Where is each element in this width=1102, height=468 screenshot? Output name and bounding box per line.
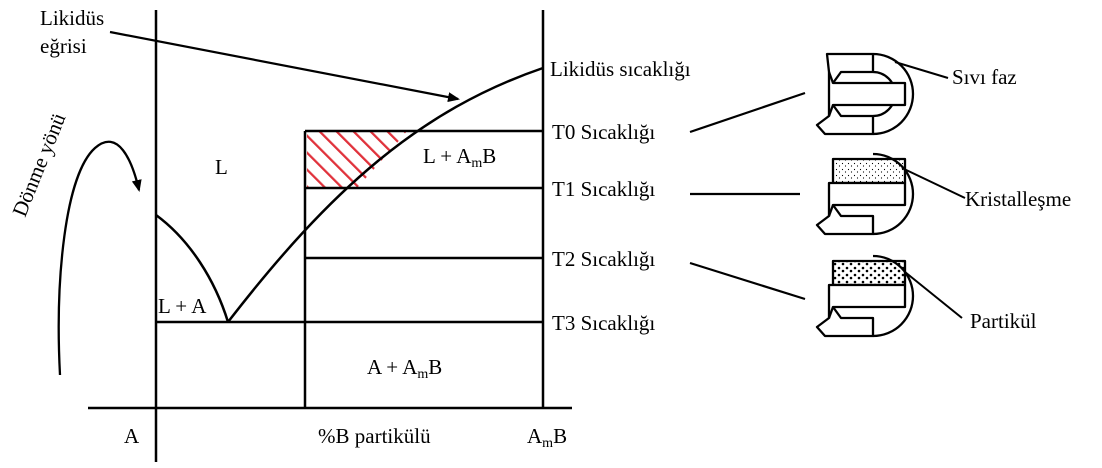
schematic-liquid — [815, 52, 915, 136]
axis-left-label: A — [124, 424, 140, 448]
hatched-region — [307, 131, 407, 188]
t2-connector — [689, 261, 806, 301]
rotation-arrow — [57, 140, 142, 376]
liquidus-curve-label-line2: eğrisi — [40, 34, 87, 58]
temperature-connectors — [689, 91, 806, 301]
axes — [88, 10, 572, 462]
t0-connector — [689, 91, 806, 134]
liquidus-left-curve — [155, 213, 230, 323]
liquidus-pointer-arrow — [109, 30, 460, 103]
rotation-direction-label: Dönme yönü — [7, 109, 70, 220]
liquidus-temperature-label: Likidüs sıcaklığı — [550, 57, 691, 81]
schematic-pointers — [894, 61, 966, 319]
liquidus-curve-label-line1: Likidüs — [40, 6, 104, 30]
region-A-AmB-label: A + AmB — [367, 355, 442, 382]
region-L-AmB-label: L + AmB — [423, 144, 496, 171]
phase-lines — [155, 66, 544, 408]
t0-label: T0 Sıcaklığı — [552, 120, 655, 144]
particle-pointer — [904, 271, 963, 319]
t1-label: T1 Sıcaklığı — [552, 177, 655, 201]
crystallization-pointer — [901, 167, 966, 199]
liquid-pointer — [894, 61, 949, 79]
schematic-crystallization — [815, 152, 915, 236]
t2-label: T2 Sıcaklığı — [552, 247, 655, 271]
liquidus-curve — [227, 66, 544, 323]
region-L-label: L — [215, 155, 228, 179]
axis-right-label: AmB — [527, 424, 567, 451]
t3-label: T3 Sıcaklığı — [552, 311, 655, 335]
liquid-phase-label: Sıvı faz — [952, 65, 1017, 89]
axis-middle-label: %B partikülü — [318, 424, 431, 448]
crystallization-label: Kristalleşme — [965, 187, 1071, 211]
region-L-A-label: L + A — [158, 294, 207, 318]
particle-label: Partikül — [970, 309, 1037, 333]
schematic-particle — [815, 254, 915, 338]
